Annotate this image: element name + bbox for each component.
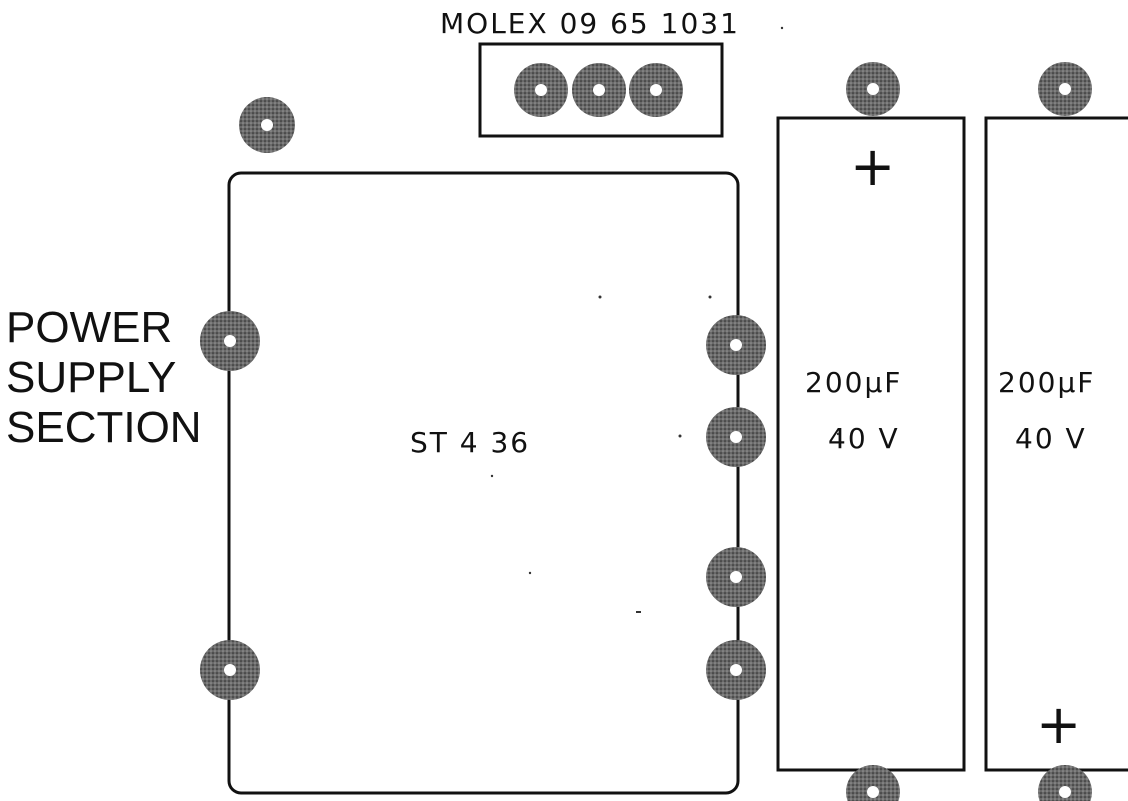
- capacitor-2-polarity: +: [1036, 693, 1081, 756]
- transformer-label: ST 4 36: [410, 426, 530, 459]
- connector-pin-3: [629, 63, 683, 117]
- connector-body: [478, 42, 724, 138]
- section-title: POWER SUPPLY SECTION: [6, 303, 202, 452]
- scan-specks: [490, 26, 840, 613]
- connector-pin-2: [572, 63, 626, 117]
- svg-text:POWER: POWER: [6, 303, 172, 352]
- mounting-hole: [239, 97, 295, 153]
- transformer-pad-right-1: [706, 315, 766, 375]
- capacitor-1: + 200µF 40 V: [776, 62, 966, 801]
- transformer-pad-right-3: [706, 547, 766, 607]
- svg-text:SUPPLY: SUPPLY: [6, 353, 176, 402]
- connector-label: MOLEX 09 65 1031: [440, 7, 740, 40]
- capacitor-1-polarity: +: [850, 135, 895, 198]
- capacitor-1-capacitance: 200µF: [805, 366, 902, 399]
- capacitor-2-pad-top: [1038, 62, 1092, 116]
- capacitor-1-pad-top: [846, 62, 900, 116]
- connector-pin-1: [514, 63, 568, 117]
- connector-pins: [514, 63, 683, 117]
- capacitor-2-pad-bottom: [1038, 765, 1092, 801]
- transformer-pad-left-1: [200, 311, 260, 371]
- capacitor-1-voltage: 40 V: [828, 422, 900, 455]
- capacitor-2-voltage: 40 V: [1015, 422, 1087, 455]
- transformer-pad-right-4: [706, 640, 766, 700]
- transformer-outline: [227, 171, 740, 795]
- transformer-pad-left-2: [200, 640, 260, 700]
- transformer-pad-right-2: [706, 407, 766, 467]
- capacitor-1-pad-bottom: [846, 765, 900, 801]
- capacitor-2-capacitance: 200µF: [998, 366, 1095, 399]
- capacitor-2: + 200µF 40 V: [984, 62, 1128, 801]
- svg-text:SECTION: SECTION: [6, 403, 202, 452]
